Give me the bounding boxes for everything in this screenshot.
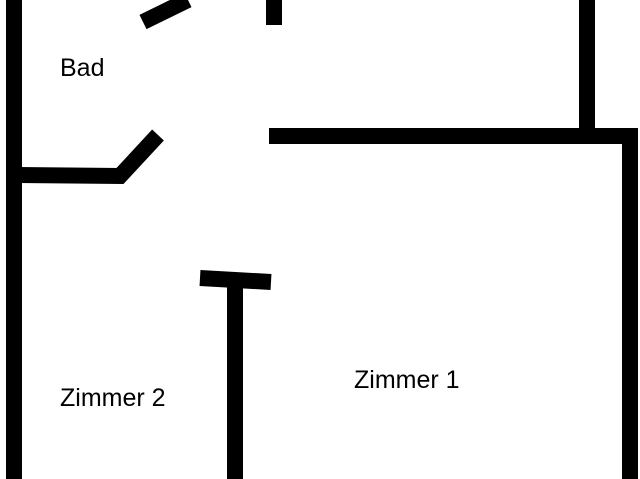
room-label-zimmer-1: Zimmer 1 [354, 366, 460, 394]
room-label-bad: Bad [60, 54, 105, 82]
upper-door-stub [139, 0, 192, 30]
zimmer-1-top-wall [269, 128, 638, 479]
room-label-zimmer-2: Zimmer 2 [60, 384, 166, 412]
bathroom-lower-wall [17, 129, 164, 185]
